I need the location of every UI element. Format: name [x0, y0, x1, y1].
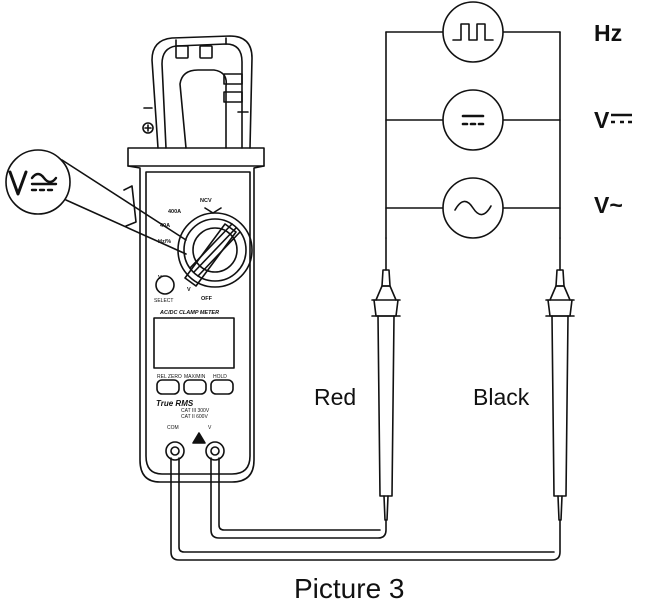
dial-pointer-icon	[204, 207, 222, 214]
range-vac: V	[187, 287, 191, 293]
square-wave-icon	[452, 23, 494, 41]
select-button[interactable]	[155, 275, 175, 295]
cat-line-2: CAT II 600V	[181, 414, 208, 420]
range-ncv: NCV	[200, 198, 212, 204]
rotary-dial[interactable]	[177, 207, 253, 288]
vhz-label: V	[208, 425, 212, 431]
trigger-mark-icon	[142, 122, 154, 134]
range-callout	[5, 149, 187, 255]
jaw-clip-left-icon	[175, 45, 189, 59]
model-label: AC/DC CLAMP METER	[159, 310, 219, 316]
com-jack[interactable]	[165, 441, 185, 461]
vhz-jack[interactable]	[205, 441, 225, 461]
ac-symbol-icon	[30, 172, 58, 184]
rel-zero-label: REL ZERO	[157, 374, 182, 380]
clamp-jaws	[142, 35, 253, 149]
black-probe[interactable]	[545, 237, 575, 521]
warning-triangle-icon	[192, 432, 206, 444]
red-probe[interactable]	[371, 237, 401, 521]
red-label: Red	[314, 384, 356, 410]
black-lead-wire	[170, 457, 561, 561]
com-label: COM	[167, 425, 179, 431]
range-off: OFF	[201, 296, 213, 302]
range-hz: Hz/%	[158, 239, 171, 245]
meter-body	[127, 147, 265, 483]
range-40a: 40A	[160, 223, 170, 229]
dc-source	[442, 89, 504, 151]
true-rms-label: True RMS	[156, 399, 194, 408]
cat-line-1: CAT III 300V	[181, 408, 210, 414]
vac-label: V~	[594, 192, 623, 218]
rel-zero-button[interactable]	[156, 379, 180, 395]
ac-sine-icon	[454, 200, 492, 216]
cat-badge-top	[223, 73, 243, 85]
ac-source	[442, 177, 504, 239]
lcd-display	[153, 317, 235, 369]
hold-button[interactable]	[210, 379, 234, 395]
range-400a: 400A	[168, 209, 181, 215]
hz-label: Hz	[594, 20, 622, 46]
select-label: SELECT	[154, 298, 173, 304]
vdc-label: V	[594, 107, 610, 133]
hold-label: HOLD	[213, 374, 227, 380]
cat-badge-bottom	[223, 91, 243, 103]
range-vdc: V	[158, 275, 162, 281]
frequency-source	[442, 1, 504, 63]
max-min-label: MAX/MIN	[184, 374, 206, 380]
side-clip	[123, 185, 137, 227]
vdc-label-dc-icon	[611, 113, 632, 124]
max-min-button[interactable]	[183, 379, 207, 395]
volt-symbol-icon	[8, 170, 28, 196]
jaw-clip-right-icon	[199, 45, 213, 59]
figure-caption: Picture 3	[294, 573, 405, 604]
black-label: Black	[473, 384, 530, 410]
red-lead-wire	[210, 457, 387, 539]
